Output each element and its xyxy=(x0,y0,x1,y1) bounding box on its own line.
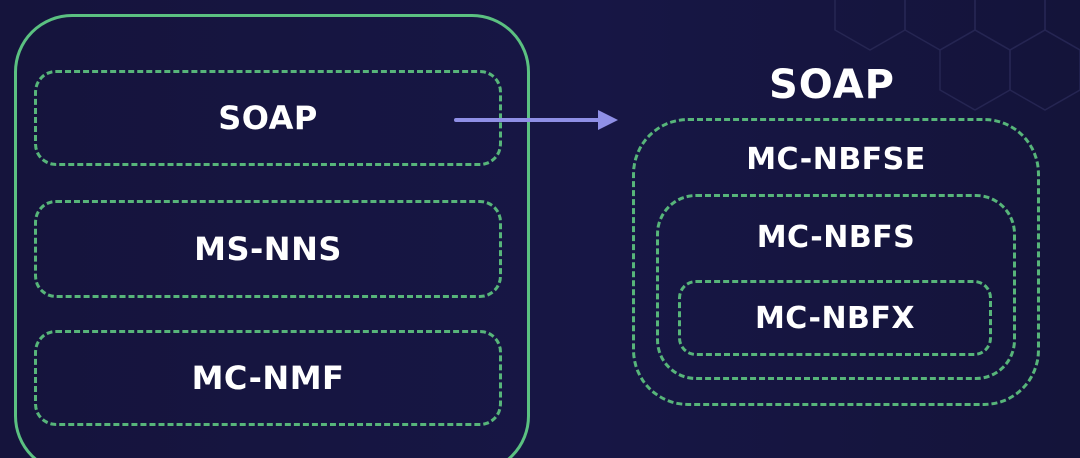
right-stack-title: SOAP xyxy=(768,62,895,108)
left-layer-soap-label: SOAP xyxy=(218,99,318,137)
right-layer-mc-nbfx-box xyxy=(678,280,992,356)
left-layer-mc-nmf-box xyxy=(34,330,502,426)
right-layer-mc-nbfse-box xyxy=(632,118,1040,406)
left-layer-mc-nmf-label: MC-NMF xyxy=(191,359,345,397)
right-layer-mc-nbfx-label: MC-NBFX xyxy=(754,300,916,336)
right-layer-mc-nbfs-box xyxy=(656,194,1016,380)
right-layer-mc-nbfse-label: MC-NBFSE xyxy=(746,141,926,177)
left-layer-ms-nns-label: MS-NNS xyxy=(194,230,342,268)
right-layer-mc-nbfs-label: MC-NBFS xyxy=(756,219,916,255)
left-stack-container xyxy=(14,14,530,458)
left-layer-ms-nns-box xyxy=(34,200,502,298)
